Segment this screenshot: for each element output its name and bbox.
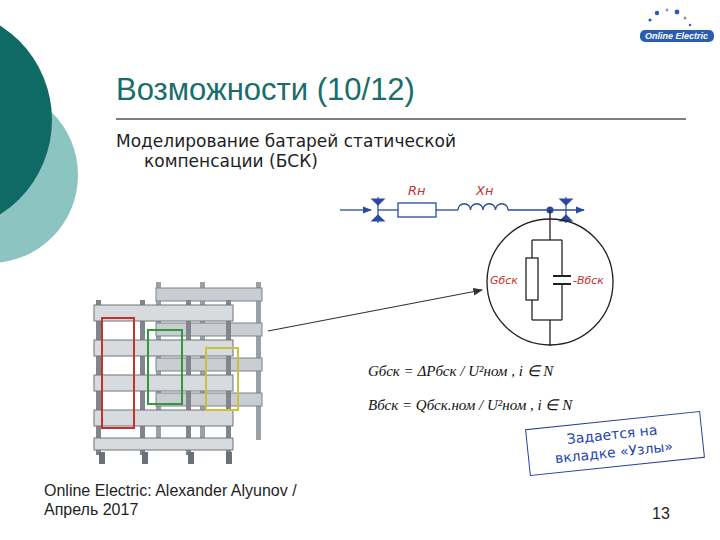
logo-text: Online Electric (645, 31, 709, 41)
capacitor-bank-photo (94, 282, 262, 464)
subtitle: Моделирование батарей статической компен… (116, 131, 461, 172)
busbar-yellow (206, 348, 238, 410)
resistance-label: Rн (408, 183, 426, 199)
callout-text: Задается на вкладке «Узлы» (537, 418, 690, 468)
wire (378, 209, 398, 210)
logo-dot (689, 24, 691, 26)
logo-dot (675, 10, 680, 15)
formula: Gбск = ΔPбск / U²ном , i ∈ N (368, 362, 553, 380)
wire (561, 284, 562, 320)
wire (561, 240, 562, 276)
capacitor-tier (94, 410, 233, 426)
capacitor-plate (553, 275, 571, 277)
element-label: -Bбск (573, 274, 604, 287)
bus-arrows (372, 199, 384, 221)
logo-badge: Online Electric (640, 30, 714, 42)
wire (532, 319, 562, 320)
busbar-green (148, 330, 182, 404)
wire (508, 209, 584, 210)
slide-title: Возможности (10/12) (116, 72, 415, 108)
circle-outline (487, 219, 613, 345)
line-circuit (340, 203, 584, 217)
element-label: Gбск (490, 274, 518, 287)
callout-box: Задается на вкладке «Узлы» (525, 411, 705, 476)
logo-dot (648, 18, 651, 21)
deco-circle (0, 8, 52, 232)
page-number: 13 (652, 504, 670, 523)
conductance-symbol (526, 258, 538, 300)
wire (531, 240, 532, 258)
logo-dot (655, 11, 659, 15)
capacitor-tier (156, 358, 262, 371)
logo-dot (666, 9, 669, 12)
insulator (188, 452, 194, 464)
wire (549, 320, 550, 346)
logo-dots (648, 9, 691, 27)
insulator (142, 452, 148, 464)
wire (549, 210, 550, 240)
title-rule (116, 118, 686, 120)
wire (532, 239, 562, 240)
busbar-red (102, 318, 134, 428)
equivalent-circuit-circle: Gбск -Bбск (486, 218, 614, 346)
resistor-symbol (398, 203, 436, 217)
formula: Bбск = Qбск.ном / U²ном , i ∈ N (368, 396, 572, 414)
capacitor-tier (156, 288, 262, 301)
pointer-arrow (268, 290, 482, 331)
logo-dot (684, 17, 687, 20)
capacitor-tier (94, 375, 233, 391)
shunt-circuit (526, 210, 571, 346)
footer-text: Online Electric: Alexander Alyunov / Апр… (44, 481, 336, 519)
insulator (99, 452, 105, 464)
inductor-symbol (458, 204, 508, 210)
bus-arrows (560, 199, 572, 221)
insulator (226, 452, 232, 464)
reactance-label: Xн (476, 183, 493, 199)
wire (340, 209, 371, 210)
wire (436, 209, 458, 210)
wire (531, 300, 532, 320)
capacitor-tier (94, 438, 233, 450)
